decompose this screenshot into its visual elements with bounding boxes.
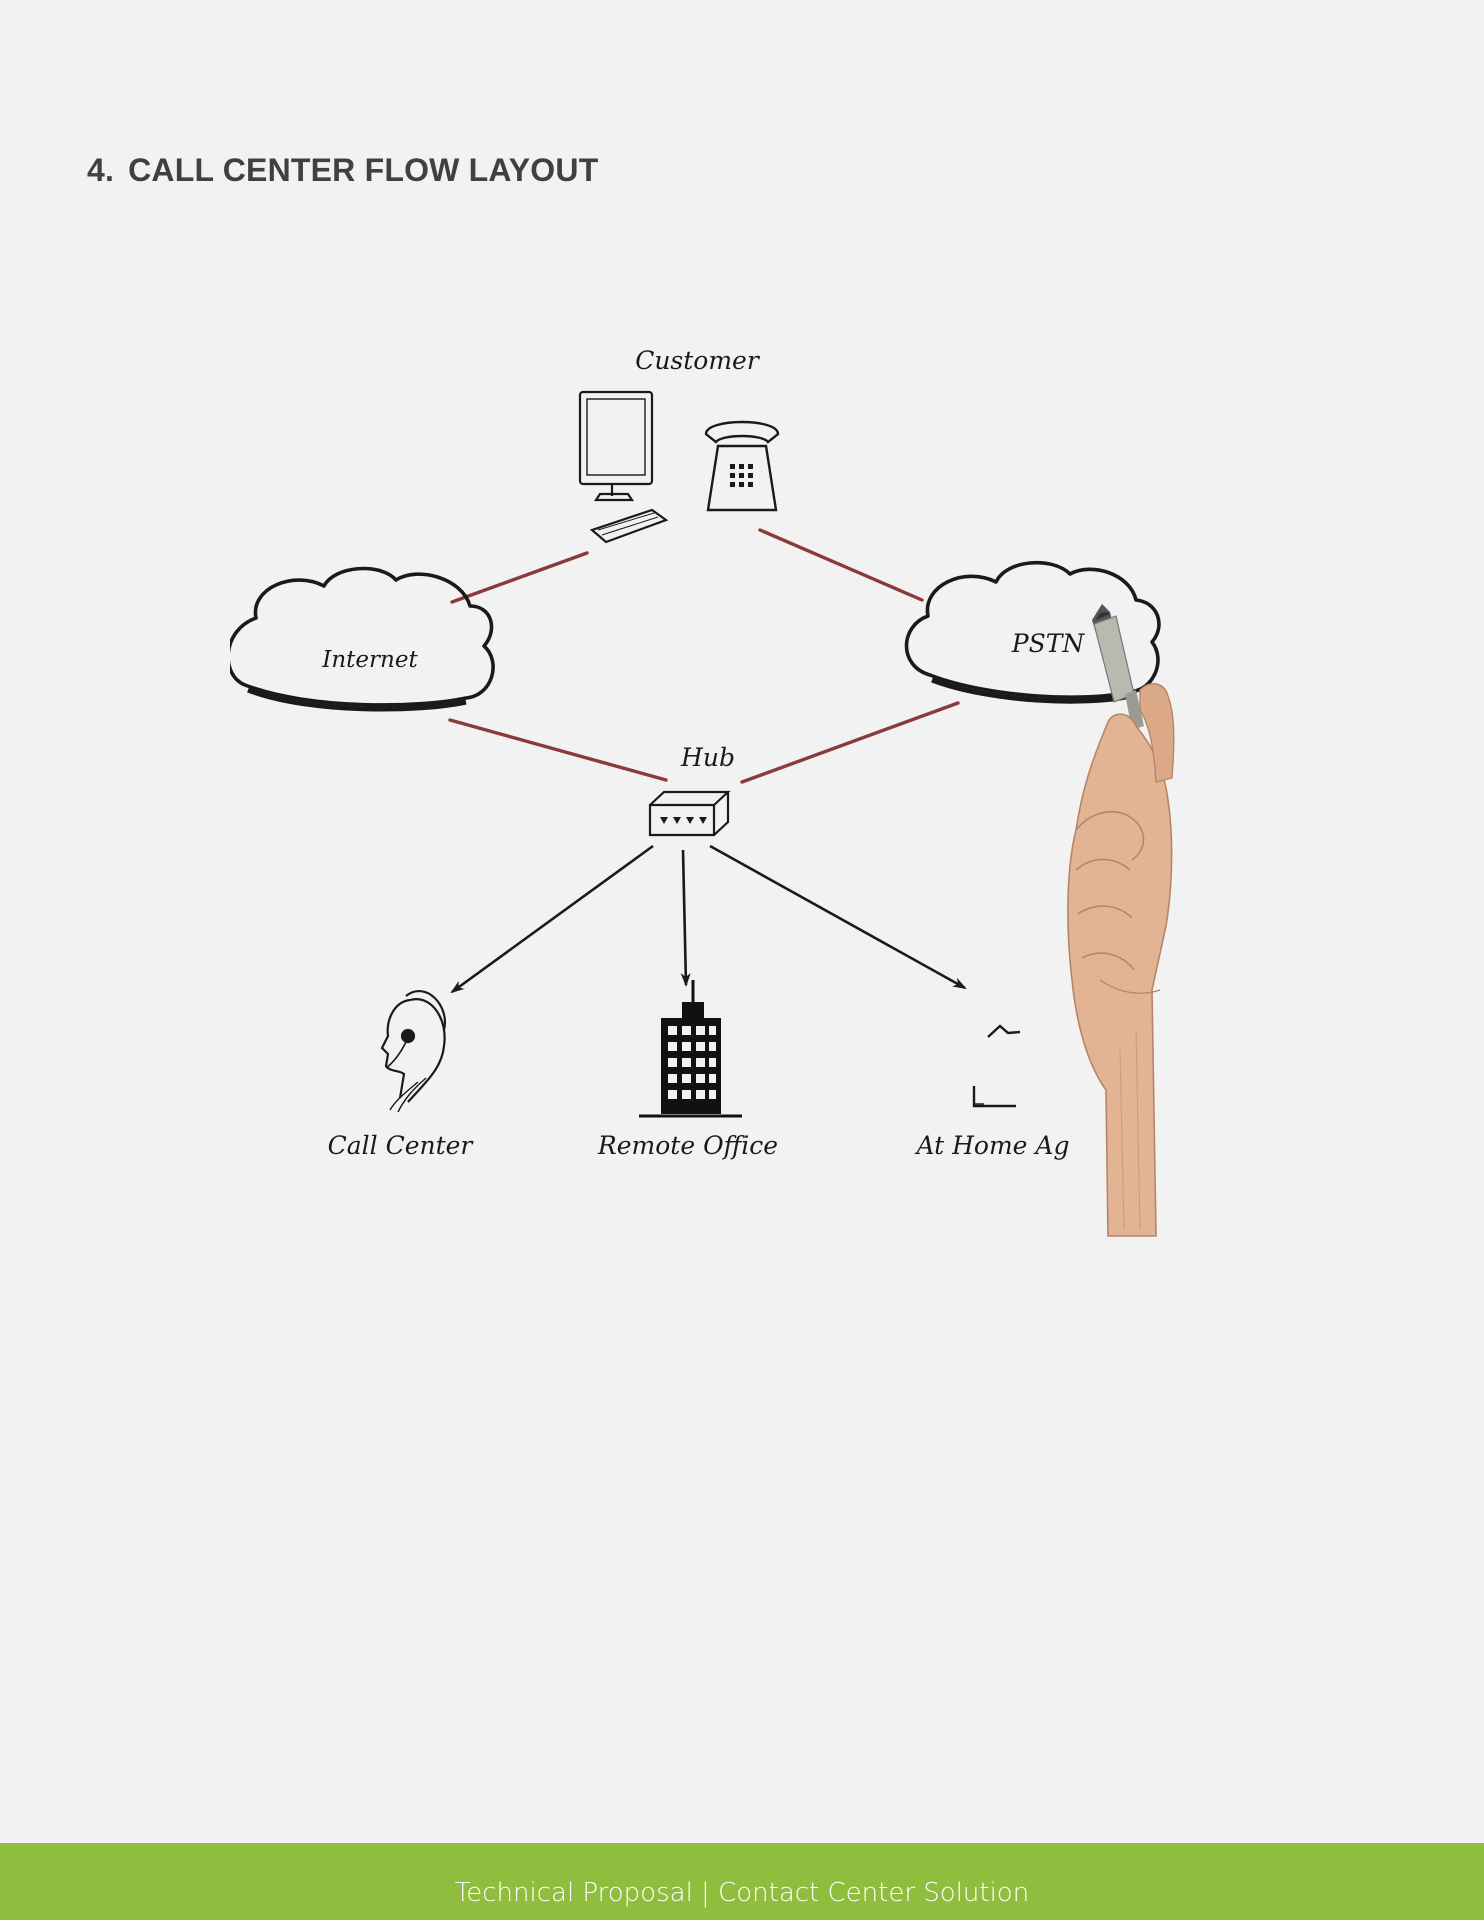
arrow-hub-remote-office — [680, 849, 691, 987]
call-center-label: Call Center — [328, 1131, 475, 1160]
connector-customer-internet — [450, 551, 589, 604]
footer-text: Technical Proposal | Contact Center Solu… — [454, 1878, 1030, 1908]
hub-label: Hub — [680, 743, 735, 772]
arrow-hub-call-center — [450, 844, 654, 994]
office-building-icon — [639, 980, 742, 1118]
house-icon — [972, 1024, 1021, 1108]
connector-pstn-hub — [740, 701, 960, 784]
pstn-label: PSTN — [1011, 629, 1086, 658]
remote-office-label: Remote Office — [597, 1131, 778, 1160]
telephone-icon — [704, 420, 780, 512]
page-footer: Technical Proposal | Contact Center Solu… — [0, 1843, 1484, 1920]
at-home-label: At Home Ag — [915, 1131, 1070, 1160]
computer-icon — [578, 390, 669, 544]
connector-customer-pstn — [758, 528, 924, 602]
hand-with-marker-icon — [1067, 604, 1175, 1237]
section-heading: 4. CALL CENTER FLOW LAYOUT — [87, 152, 598, 189]
internet-label: Internet — [321, 647, 418, 673]
network-connectors — [448, 528, 960, 784]
section-number: 4. — [87, 152, 115, 188]
customer-label: Customer — [635, 346, 761, 375]
distribution-arrows — [450, 844, 967, 994]
agent-headset-icon — [380, 989, 447, 1113]
call-center-flow-diagram: Customer — [230, 330, 1270, 1240]
arrow-hub-at-home — [709, 844, 967, 990]
connector-internet-hub — [448, 718, 668, 782]
diagram-svg: Customer — [230, 346, 1175, 1237]
internet-cloud-icon — [230, 566, 495, 712]
hub-icon — [648, 790, 731, 837]
section-title: CALL CENTER FLOW LAYOUT — [128, 152, 599, 188]
